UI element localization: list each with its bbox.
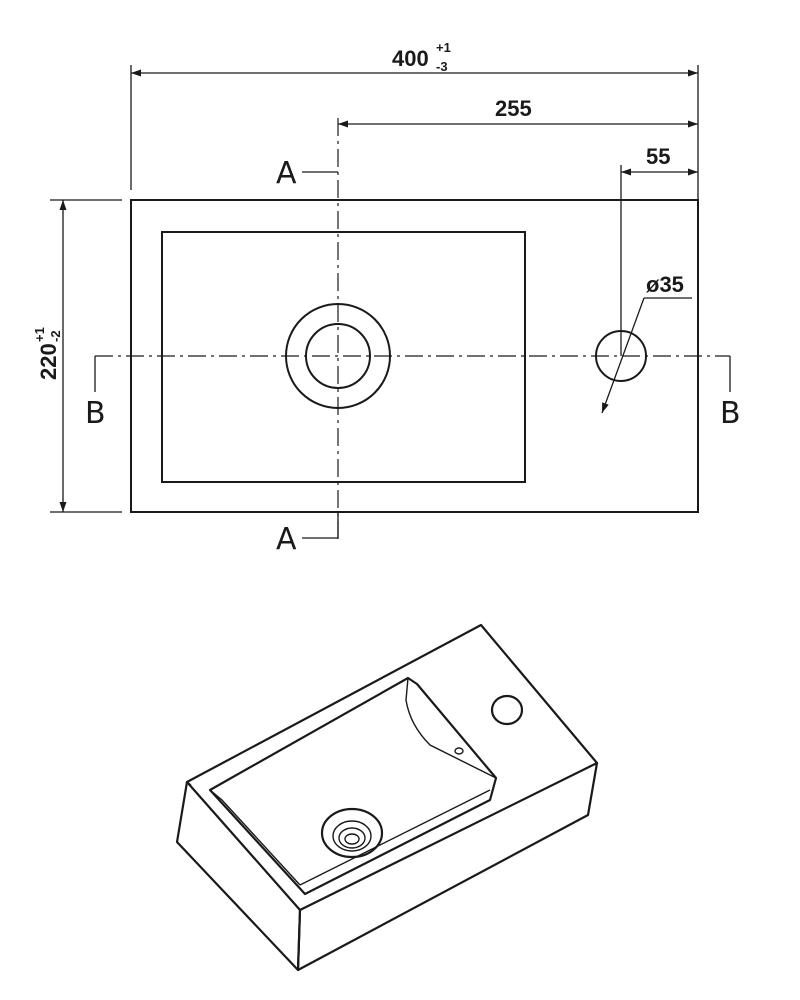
tap-diameter-leader — [601, 297, 645, 414]
isometric-view — [175, 623, 599, 972]
bowl-left-wall — [209, 789, 301, 886]
bowl-outline — [161, 231, 526, 483]
section-markers — [94, 171, 731, 539]
section-a-bottom-label: A — [276, 522, 297, 557]
section-b-right-label: B — [720, 396, 741, 431]
width-dimension-value: 400 — [392, 46, 429, 71]
bowl-rim — [208, 676, 498, 896]
top-view — [95, 118, 730, 540]
overflow-hole — [454, 747, 464, 755]
iso-drain-ring-3 — [344, 833, 360, 845]
iso-drain-ring-2 — [338, 827, 366, 849]
tap-diameter-value: ø35 — [646, 272, 684, 297]
drain-offset-value: 255 — [495, 96, 532, 121]
bevel-edge — [186, 781, 192, 786]
bowl-floor-edge — [299, 789, 491, 886]
iso-drain-ring-1 — [332, 820, 372, 852]
depth-dimension-label: 220 +1 -2 — [32, 327, 63, 380]
section-a-top-label: A — [276, 156, 297, 191]
depth-dimension-value: 220 — [36, 343, 61, 380]
depth-tolerance-minus: -2 — [48, 330, 63, 342]
width-tolerance-minus: -3 — [436, 59, 448, 74]
depth-tolerance-plus: +1 — [32, 327, 47, 342]
bowl-back-wall — [405, 677, 497, 779]
tap-offset-value: 55 — [646, 144, 670, 169]
iso-tap-hole — [490, 694, 524, 726]
iso-drain-outer — [320, 807, 384, 859]
basin-front-face — [175, 781, 302, 972]
dimension-lines — [50, 65, 699, 513]
section-b-left-label: B — [85, 396, 106, 431]
width-tolerance-plus: +1 — [436, 40, 451, 55]
basin-side-face — [296, 762, 599, 972]
